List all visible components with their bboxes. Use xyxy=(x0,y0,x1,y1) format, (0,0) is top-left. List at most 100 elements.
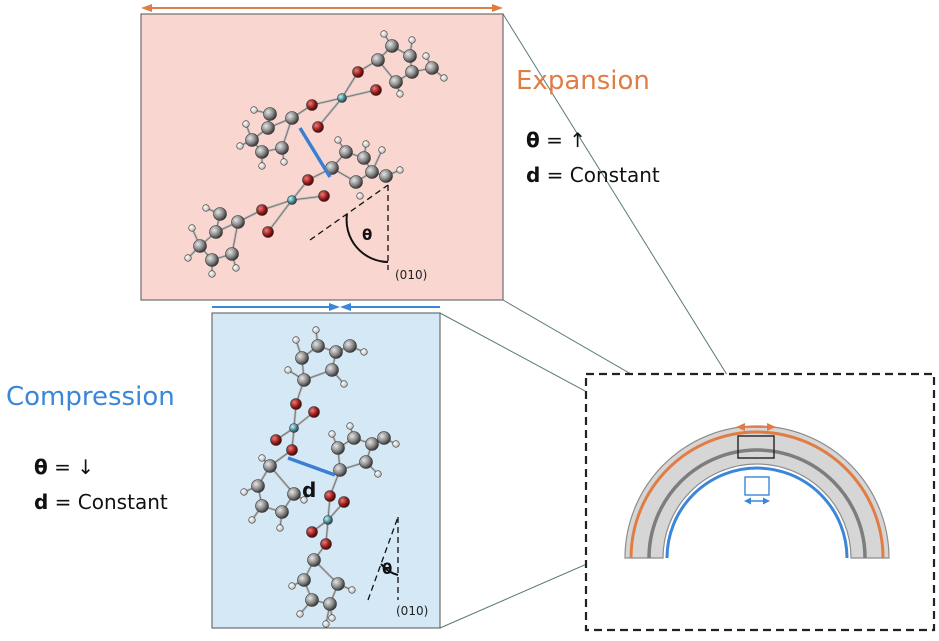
carbon-atom xyxy=(331,441,345,455)
carbon-atom xyxy=(263,107,277,121)
hydrogen-atom xyxy=(250,106,258,114)
chemical-bond-outline xyxy=(267,199,293,233)
carbon-atom xyxy=(285,111,299,125)
oxygen-atom xyxy=(290,398,302,410)
hydrogen-atom xyxy=(292,336,300,344)
oxygen-atom xyxy=(318,190,330,202)
compression-distance-bond xyxy=(287,456,336,477)
carbon-atom xyxy=(331,577,345,591)
hydrogen-atom xyxy=(276,524,284,532)
hydrogen-atom xyxy=(408,36,416,44)
carbon-atom xyxy=(347,431,361,445)
outer-expansion-arc xyxy=(629,430,885,559)
oxygen-atom xyxy=(338,496,350,508)
oxygen-atom xyxy=(320,538,332,550)
hydrogen-atom xyxy=(440,74,448,82)
expansion-width-arrow xyxy=(141,4,503,12)
hydrogen-atom xyxy=(208,270,216,278)
hydrogen-atom xyxy=(378,146,386,154)
hydrogen-atom xyxy=(280,158,288,166)
carbon-atom xyxy=(359,455,373,469)
oxygen-atom xyxy=(352,66,364,78)
oxygen-atom xyxy=(306,526,318,538)
carbon-atom xyxy=(255,145,269,159)
compression-title: Compression xyxy=(6,382,175,412)
carbon-atom xyxy=(263,459,277,473)
hydrogen-atom xyxy=(312,326,320,334)
carbon-atom xyxy=(297,573,311,587)
carbon-atom xyxy=(339,145,353,159)
compression-axis-label: (010) xyxy=(396,604,429,618)
expansion-molecule-model xyxy=(184,30,448,278)
hydrogen-atom xyxy=(258,162,266,170)
oxygen-atom xyxy=(370,84,382,96)
hydrogen-atom xyxy=(236,142,244,150)
expansion-connector-top xyxy=(502,13,766,437)
oxygen-atom xyxy=(256,204,268,216)
chemical-bond-outline xyxy=(341,89,377,99)
hydrogen-atom xyxy=(258,454,266,462)
metal-atom xyxy=(337,93,347,103)
carbon-atom xyxy=(385,39,399,53)
carbon-atom xyxy=(329,345,343,359)
compression-d-symbol: d xyxy=(34,490,49,514)
hydrogen-atom xyxy=(188,224,196,232)
carbon-atom xyxy=(403,49,417,63)
hydrogen-atom xyxy=(396,166,404,174)
compression-width-arrows xyxy=(212,303,440,311)
carbon-atom xyxy=(295,351,309,365)
expansion-distance-bond xyxy=(298,127,332,178)
hydrogen-atom xyxy=(232,264,240,272)
carbon-atom xyxy=(297,373,311,387)
carbon-atom xyxy=(365,165,379,179)
carbon-atom xyxy=(225,247,239,261)
hydrogen-atom xyxy=(242,120,250,128)
chemical-bond-outline xyxy=(317,97,343,128)
expansion-theta-symbol: θ xyxy=(526,128,540,152)
hydrogen-atom xyxy=(360,348,368,356)
compression-theta-equation: θ = ↓ xyxy=(34,455,94,479)
expansion-panel xyxy=(140,4,504,301)
compression-angle-marker xyxy=(367,516,399,601)
carbon-atom xyxy=(389,75,403,89)
inner-compression-arc xyxy=(665,466,849,559)
hydrogen-atom xyxy=(380,30,388,38)
hydrogen-atom xyxy=(396,90,404,98)
carbon-atom xyxy=(365,437,379,451)
oxygen-atom xyxy=(302,174,314,186)
carbon-atom xyxy=(305,593,319,607)
carbon-atom xyxy=(261,121,275,135)
hydrogen-atom xyxy=(328,614,336,622)
oxygen-atom xyxy=(262,226,274,238)
hydrogen-atom xyxy=(348,586,356,594)
hydrogen-atom xyxy=(240,488,248,496)
metal-atom xyxy=(289,423,299,433)
carbon-atom xyxy=(255,499,269,513)
hydrogen-atom xyxy=(422,52,430,60)
expansion-zoom-box xyxy=(737,435,775,459)
carbon-atom xyxy=(357,151,371,165)
compression-panel xyxy=(211,303,441,629)
hydrogen-atom xyxy=(334,136,342,144)
hydrogen-atom xyxy=(362,140,370,148)
hydrogen-atom xyxy=(288,582,296,590)
expansion-theta-equation: θ = ↑ xyxy=(526,128,586,152)
carbon-atom xyxy=(205,253,219,267)
carbon-atom xyxy=(343,339,357,353)
carbon-atom xyxy=(325,363,339,377)
bend-diagram xyxy=(584,372,936,632)
carbon-atom xyxy=(275,141,289,155)
oxygen-atom xyxy=(324,490,336,502)
expansion-axis-label: (010) xyxy=(395,268,428,282)
carbon-atom xyxy=(333,463,347,477)
hydrogen-atom xyxy=(300,496,308,504)
metal-atom xyxy=(287,195,297,205)
hydrogen-atom xyxy=(184,254,192,262)
hydrogen-atom xyxy=(296,610,304,618)
carbon-atom xyxy=(377,431,391,445)
metal-atom xyxy=(323,515,333,525)
crystal-arch-band xyxy=(624,425,890,559)
hydrogen-atom xyxy=(392,440,400,448)
